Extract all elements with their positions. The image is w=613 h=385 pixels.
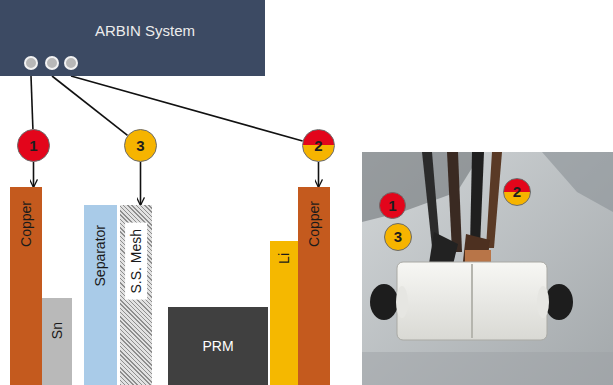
callout-text: 2	[314, 137, 322, 154]
lead-wire	[52, 76, 128, 135]
callout-number: 2	[503, 178, 531, 206]
tin-layer: Sn	[42, 298, 72, 385]
separator-layer: Separator	[84, 205, 117, 385]
lithium-layer: Li	[270, 241, 298, 385]
layer-label: Copper	[18, 201, 34, 247]
layer-label: Li	[276, 253, 292, 264]
callout-number: 3	[124, 129, 157, 162]
layer-label: S.S. Mesh	[125, 223, 147, 300]
layer-label: PRM	[202, 338, 233, 354]
copper-layer: Copper	[10, 187, 42, 385]
lead-arrow	[318, 162, 320, 187]
lead-wire	[71, 76, 303, 141]
callout-text: 3	[394, 228, 402, 245]
layer-label: Sn	[49, 322, 65, 339]
callout-text: 2	[513, 183, 521, 200]
lead-arrow	[33, 162, 35, 187]
callout-text: 1	[29, 137, 37, 154]
prm-layer: PRM	[168, 307, 268, 385]
instrument-box: ARBIN System	[0, 0, 265, 76]
callout-number: 3	[384, 223, 412, 251]
callout-number: 1	[379, 192, 406, 219]
mesh-layer: S.S. Mesh	[120, 205, 152, 385]
lead-arrow	[140, 162, 142, 205]
callout-text: 1	[388, 197, 396, 214]
copper-layer: Copper	[298, 187, 330, 385]
callout-number: 2	[302, 129, 335, 162]
layer-label: Copper	[306, 201, 322, 247]
callout-number: 1	[17, 129, 50, 162]
layer-label: ARBIN System	[95, 22, 195, 39]
callout-text: 3	[136, 137, 144, 154]
cell-photo	[362, 152, 613, 385]
layer-label: Separator	[92, 225, 108, 286]
lead-wire	[31, 76, 33, 129]
